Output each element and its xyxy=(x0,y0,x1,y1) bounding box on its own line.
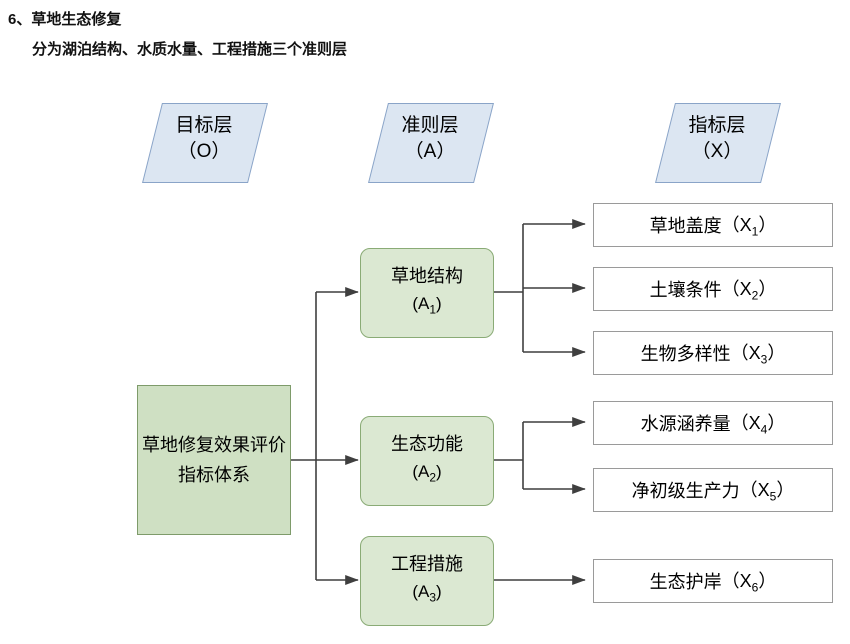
indicator-box-x4-label: 水源涵养量 xyxy=(640,414,731,434)
indicator-box-x1-code: （X1） xyxy=(721,215,777,239)
indicator-box-x3-label: 生物多样性 xyxy=(640,344,731,364)
layer-header-goal-line1: 目标层 xyxy=(175,115,233,136)
indicator-box-x5-code: （X5） xyxy=(739,480,795,504)
indicator-box-x4-code: （X4） xyxy=(730,413,786,437)
indicator-box-x3-code: （X3） xyxy=(730,343,786,367)
indicator-box-x5-label: 净初级生产力 xyxy=(631,481,740,501)
page-title-line2: 分为湖泊结构、水质水量、工程措施三个准则层 xyxy=(32,41,348,58)
goal-box-label: 草地修复效果评价指标体系 xyxy=(142,435,286,485)
page-title-line1: 6、草地生态修复 xyxy=(8,11,122,28)
layer-header-indicators-line1: 指标层 xyxy=(688,115,746,136)
indicator-box-x1[interactable]: 草地盖度（X1） xyxy=(593,203,833,247)
indicator-box-x4[interactable]: 水源涵养量（X4） xyxy=(593,401,833,445)
goal-box[interactable]: 草地修复效果评价指标体系 xyxy=(137,385,291,535)
criterion-box-a1[interactable]: 草地结构 (A1) xyxy=(360,248,494,338)
indicator-box-x6-code: （X6） xyxy=(721,571,777,595)
layer-header-criteria-line2: （A） xyxy=(404,141,456,162)
indicator-box-x2-code: （X2） xyxy=(721,279,777,303)
indicator-box-x3[interactable]: 生物多样性（X3） xyxy=(593,331,833,375)
indicator-box-x1-label: 草地盖度 xyxy=(649,216,722,236)
criterion-box-a1-code: (A1) xyxy=(412,293,442,317)
indicator-box-x6-label: 生态护岸 xyxy=(649,572,722,592)
indicator-box-x5[interactable]: 净初级生产力（X5） xyxy=(593,468,833,512)
indicator-box-x2-label: 土壤条件 xyxy=(649,280,722,300)
indicator-box-x2[interactable]: 土壤条件（X2） xyxy=(593,267,833,311)
criterion-box-a3-code: (A3) xyxy=(412,581,442,605)
criterion-box-a3-label: 工程措施 xyxy=(391,553,463,574)
layer-header-criteria-line1: 准则层 xyxy=(401,115,459,136)
criterion-box-a1-label: 草地结构 xyxy=(391,265,463,286)
criterion-box-a2[interactable]: 生态功能 (A2) xyxy=(360,416,494,506)
criterion-box-a2-label: 生态功能 xyxy=(391,433,463,454)
criterion-box-a2-code: (A2) xyxy=(412,461,442,485)
layer-header-indicators-line2: （X） xyxy=(691,141,743,162)
layer-header-goal-line2: （O） xyxy=(177,141,231,162)
indicator-box-x6[interactable]: 生态护岸（X6） xyxy=(593,559,833,603)
criterion-box-a3[interactable]: 工程措施 (A3) xyxy=(360,536,494,626)
